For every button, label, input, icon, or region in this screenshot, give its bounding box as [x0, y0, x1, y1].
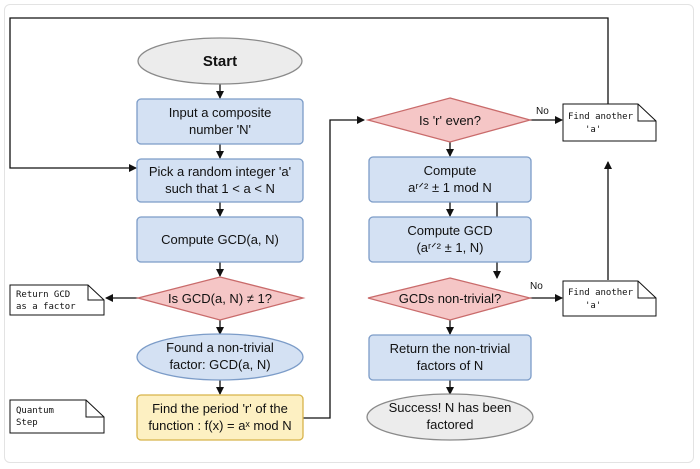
note-quantum-line-2: Step [16, 418, 38, 428]
note-find-another-2-line-1: Find another [568, 288, 634, 298]
node-input: Input a composite number 'N' [136, 98, 304, 145]
node-found: Found a non-trivial factor: GCD(a, N) [136, 333, 304, 381]
node-is-gcd: Is GCD(a, N) ≠ 1? [135, 276, 306, 321]
is-gcd-label: Is GCD(a, N) ≠ 1? [168, 291, 272, 306]
note-find-another-2-line-2: 'a' [585, 301, 601, 311]
compute-label-line-2: aʳᐟ² ± 1 mod N [408, 180, 492, 195]
compute-label-line-1: Compute [424, 163, 477, 178]
note-quantum: Quantum Step [9, 399, 105, 434]
node-period: Find the period 'r' of the function : f(… [136, 394, 304, 441]
node-gcds-nontrivial: GCDs non-trivial? [367, 277, 533, 321]
gcds-label: GCDs non-trivial? [399, 291, 502, 306]
node-compute-gcd: Compute GCD (aʳᐟ² ± 1, N) [368, 216, 532, 263]
start-label: Start [203, 53, 237, 70]
found-label-line-2: factor: GCD(a, N) [169, 357, 270, 372]
period-label-line-2: function : f(x) = aˣ mod N [148, 418, 291, 433]
note-find-another-1-line-2: 'a' [585, 125, 601, 135]
pick-label-line-2: such that 1 < a < N [165, 181, 275, 196]
compute-gcd-label-line-2: (aʳᐟ² ± 1, N) [416, 240, 483, 255]
gcd-label: Compute GCD(a, N) [161, 232, 279, 247]
return-factors-label-line-1: Return the non-trivial [390, 341, 511, 356]
note-return-gcd-line-1: Return GCD [16, 290, 70, 300]
period-label-line-1: Find the period 'r' of the [152, 401, 288, 416]
node-compute: Compute aʳᐟ² ± 1 mod N [368, 156, 532, 203]
diagram-frame [4, 4, 694, 463]
is-even-label: Is 'r' even? [419, 113, 481, 128]
edge-label-no-1: No [536, 106, 549, 117]
input-label-line-1: Input a composite [169, 105, 272, 120]
success-label-line-1: Success! N has been [389, 400, 512, 415]
note-find-another-1: Find another 'a' [562, 103, 657, 142]
note-quantum-line-1: Quantum [16, 406, 54, 416]
node-gcd: Compute GCD(a, N) [136, 216, 304, 263]
node-start: Start [137, 37, 303, 85]
note-find-another-2: Find another 'a' [562, 280, 657, 317]
note-return-gcd-line-2: as a factor [16, 302, 76, 312]
note-find-another-1-line-1: Find another [568, 112, 634, 122]
pick-label-line-1: Pick a random integer 'a' [149, 164, 291, 179]
node-success: Success! N has been factored [366, 393, 534, 441]
node-is-even: Is 'r' even? [365, 97, 533, 143]
input-label-line-2: number 'N' [189, 122, 251, 137]
edge-period-iseven [303, 116, 365, 419]
edge-label-no-2: No [530, 281, 543, 292]
compute-gcd-label-line-1: Compute GCD [407, 223, 492, 238]
edge-outer-loop [9, 17, 609, 172]
note-return-gcd: Return GCD as a factor [9, 284, 105, 316]
node-pick: Pick a random integer 'a' such that 1 < … [136, 158, 304, 203]
node-return-factors: Return the non-trivial factors of N [368, 334, 532, 381]
found-label-line-1: Found a non-trivial [166, 340, 274, 355]
success-label-line-2: factored [427, 417, 474, 432]
return-factors-label-line-2: factors of N [417, 358, 483, 373]
connectors [9, 17, 612, 419]
